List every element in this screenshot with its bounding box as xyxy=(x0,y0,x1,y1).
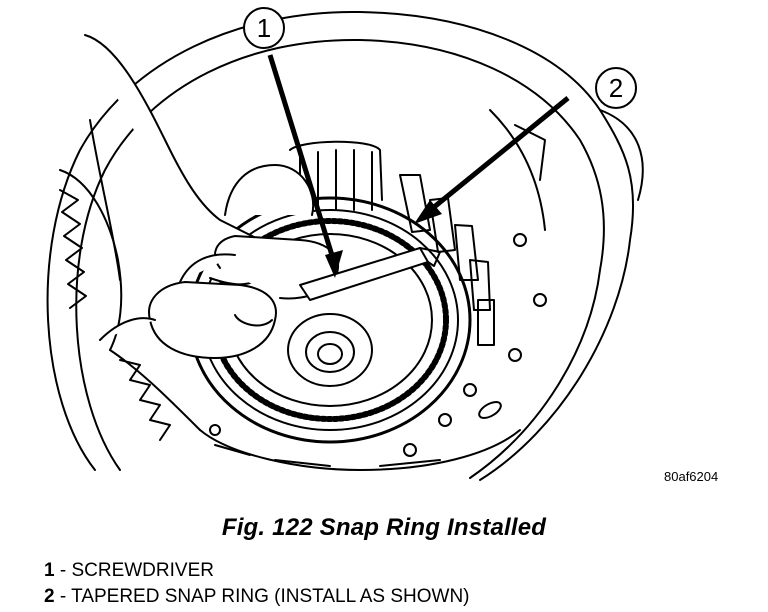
hand xyxy=(84,34,340,359)
callout-1-number: 1 xyxy=(257,13,271,43)
bolt-holes xyxy=(209,233,547,457)
legend-item-text: - TAPERED SNAP RING (INSTALL AS SHOWN) xyxy=(54,586,470,607)
legend-item-text: - SCREWDRIVER xyxy=(54,560,214,581)
technical-illustration: 1 2 xyxy=(46,7,644,481)
housing-outer-rim xyxy=(46,10,635,481)
center-shaft-inner xyxy=(305,331,355,373)
housing-flange xyxy=(599,109,644,201)
thumb xyxy=(148,281,277,359)
legend-item-number: 2 xyxy=(44,586,55,607)
lower-splines xyxy=(109,349,201,441)
callout-2: 2 xyxy=(414,67,637,224)
legend-item-number: 1 xyxy=(44,560,55,581)
base-plate xyxy=(199,429,521,471)
figure-caption: Fig. 122 Snap Ring Installed xyxy=(221,514,547,541)
figure-code: 80af6204 xyxy=(664,469,719,484)
legend-item: 2 - TAPERED SNAP RING (INSTALL AS SHOWN) xyxy=(44,586,470,608)
legend-item: 1 - SCREWDRIVER xyxy=(44,560,214,582)
callout-2-number: 2 xyxy=(609,73,623,103)
housing-inner-rim xyxy=(75,38,605,479)
callout-1: 1 xyxy=(243,7,343,278)
center-shaft-outer xyxy=(287,313,373,387)
left-splines xyxy=(59,169,123,351)
